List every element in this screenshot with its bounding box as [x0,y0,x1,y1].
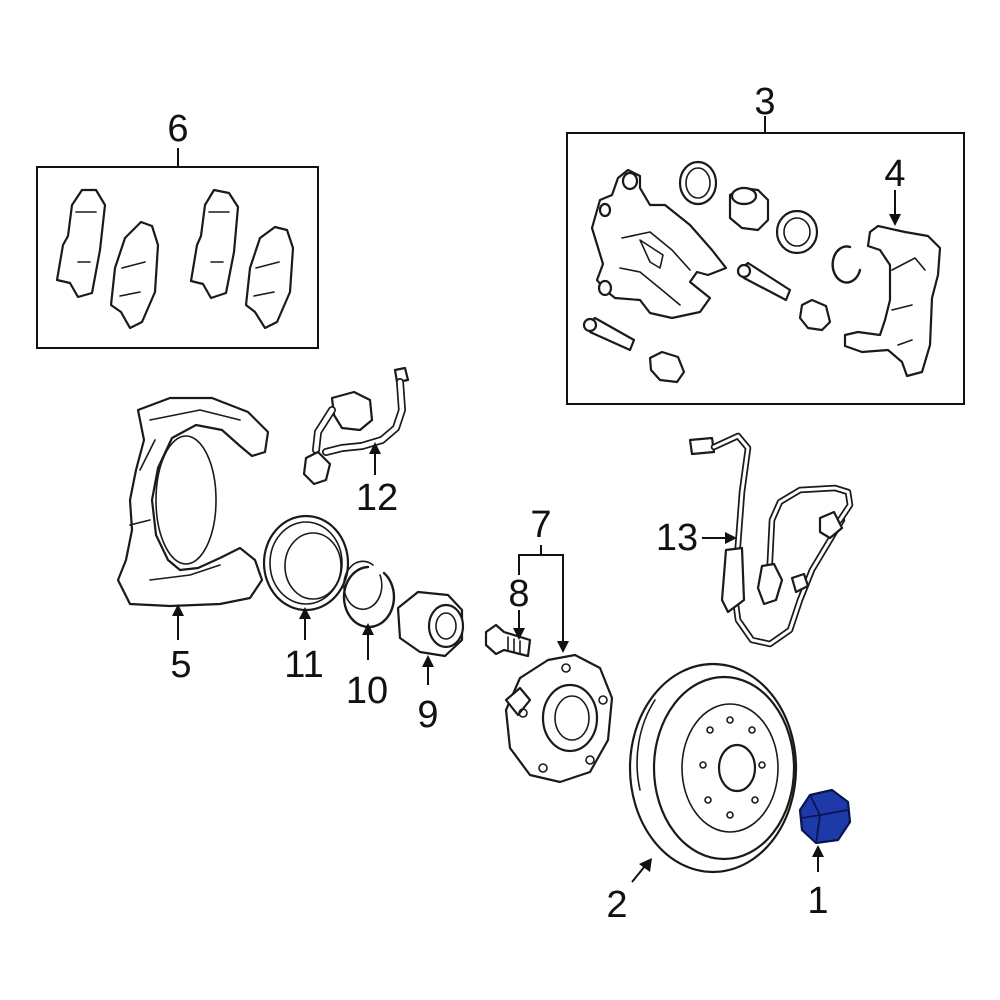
brake-caliper[interactable] [590,168,728,320]
caliper-seal-ring[interactable] [678,160,718,206]
wheel-bearing-outer-race[interactable] [262,514,350,612]
brake-dust-shield[interactable] [116,396,270,608]
callout-10: 10 [346,670,388,712]
wheel-bearing[interactable] [396,590,465,658]
guide-pin-boot-upper[interactable] [798,298,832,332]
callout-9: 9 [417,694,438,736]
callout-3: 3 [754,81,775,123]
wheel-hub[interactable] [504,653,614,784]
piston-boot[interactable] [775,209,819,255]
brake-pad-set[interactable] [55,188,295,330]
hub-nut[interactable] [798,788,852,845]
brake-hose[interactable] [302,366,410,486]
brake-rotor[interactable] [628,662,798,874]
abs-wheel-speed-sensor[interactable] [688,432,854,648]
callout-2: 2 [606,884,627,926]
callout-4: 4 [884,153,905,195]
callout-12: 12 [356,477,398,519]
guide-pin-upper[interactable] [736,261,792,302]
brake-pad-2 [109,220,160,330]
brake-pad-3 [189,188,240,300]
callout-11: 11 [284,644,323,686]
callout-1: 1 [807,880,828,922]
callout-8: 8 [508,573,529,615]
leader-lines [172,116,901,883]
callout-7: 7 [530,504,551,546]
snap-ring[interactable] [342,560,396,629]
brake-pad-1 [55,188,107,299]
guide-pin-boot-lower[interactable] [648,350,686,384]
wheel-stud[interactable] [484,623,532,658]
guide-pin-lower[interactable] [582,316,636,352]
callout-6: 6 [167,108,188,150]
callout-5: 5 [170,644,191,686]
retaining-clip[interactable] [831,245,862,284]
callout-13: 13 [656,517,698,559]
brake-pad-4 [244,225,295,330]
caliper-support-bracket[interactable] [843,224,942,378]
callout-numbers: 6 3 4 12 13 7 8 5 11 10 9 2 1 [167,81,905,926]
caliper-piston[interactable] [728,186,770,232]
